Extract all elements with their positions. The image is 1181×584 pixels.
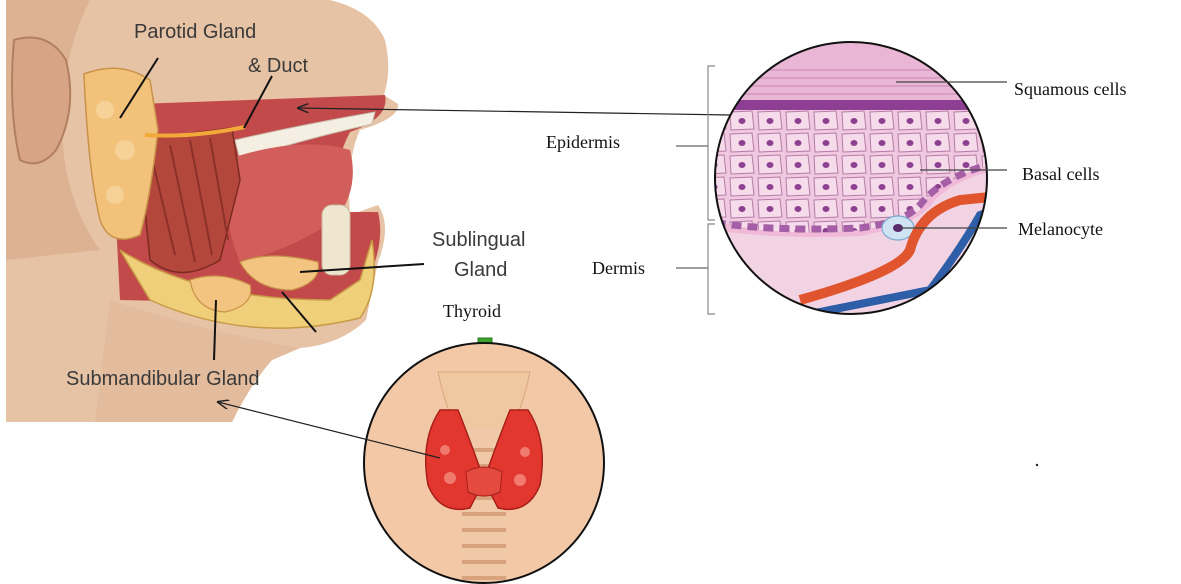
sublingual-label-line2: Gland	[454, 259, 507, 281]
stray-dot	[1036, 464, 1038, 466]
parotid-label-line2: & Duct	[248, 55, 308, 77]
dermis-bracket	[708, 224, 715, 314]
squamous-label: Squamous cells	[1014, 79, 1127, 99]
epidermis-bracket	[708, 66, 715, 220]
thyroid-isthmus	[466, 467, 502, 496]
dermis-label: Dermis	[592, 258, 645, 278]
sublingual-label-line1: Sublingual	[432, 229, 525, 251]
skin-section: Epidermis Dermis Squamous cells Basal ce…	[546, 30, 1127, 466]
submandibular-label: Submandibular Gland	[66, 368, 259, 390]
basal-label: Basal cells	[1022, 164, 1099, 184]
thyroid-label: Thyroid	[443, 301, 501, 321]
melanocyte-label: Melanocyte	[1018, 219, 1103, 239]
epidermis-label: Epidermis	[546, 132, 620, 152]
parotid-label-line1: Parotid Gland	[134, 21, 256, 43]
